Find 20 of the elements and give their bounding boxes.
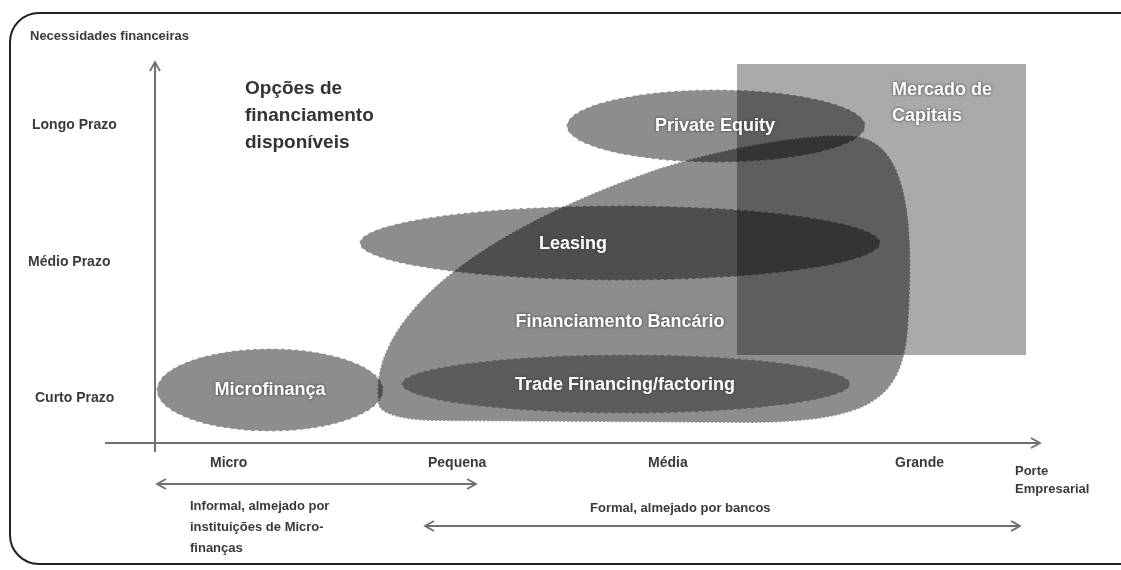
- axis-label: Formal, almejado por bancos: [590, 499, 772, 517]
- region-label: Mercado de Capitais: [892, 78, 994, 127]
- axis-label: Longo Prazo: [32, 115, 118, 134]
- axis-label: Curto Prazo: [35, 388, 116, 407]
- ellipse-region: [400, 353, 852, 415]
- axis-label: Porte Empresarial: [1015, 462, 1091, 498]
- axis-label: Pequena: [428, 453, 488, 472]
- chart-title: Opções de financiamento disponíveis: [245, 76, 375, 154]
- region-label: Trade Financing/factoring: [514, 373, 736, 396]
- region-label: Microfinança: [213, 378, 327, 401]
- axis-label: Grande: [895, 453, 945, 472]
- axis-label: Necessidades financeiras: [30, 27, 190, 45]
- region-label: Leasing: [538, 232, 608, 255]
- axis-label: Média: [648, 453, 689, 472]
- axis-label: Micro: [210, 453, 249, 472]
- axis-label: Médio Prazo: [28, 252, 112, 271]
- region-label: Financiamento Bancário: [514, 310, 726, 333]
- ellipse-region: [155, 347, 385, 433]
- region-label: Private Equity: [653, 114, 776, 137]
- axis-label: Informal, almejado por instituições de Micro-finanças: [190, 497, 331, 557]
